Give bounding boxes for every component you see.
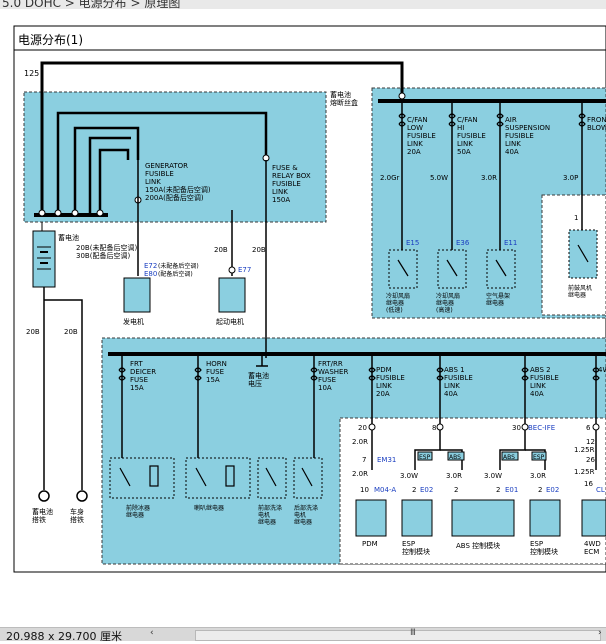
- battery-symbol: [32, 230, 56, 288]
- m04a-tag: M04-A: [374, 486, 396, 494]
- scrollbar-grip[interactable]: III: [410, 628, 416, 638]
- starter-box: [218, 277, 246, 313]
- pin-7: 7: [362, 456, 366, 464]
- abs-module-label: ABS 控制模块: [456, 541, 500, 550]
- blower-relay: 前鼓风机继电器: [568, 284, 592, 299]
- cl-tag: CL: [596, 486, 605, 494]
- battery-fuse-box-label: 蓄电池熔断丝盒: [330, 90, 358, 107]
- pin-2c: 2: [496, 486, 500, 494]
- wire-2-0r-b: 2.0R: [352, 470, 368, 478]
- front-blower-label: FRONTBLOWER: [587, 116, 606, 132]
- cfan-low-relay: 冷却风扇继电器(低速): [386, 292, 410, 314]
- e72-tag: E72: [144, 262, 157, 270]
- air-comp-relay: 空气悬架继电器: [486, 292, 510, 307]
- abs-tag-b: ABS: [503, 454, 515, 461]
- wire-3-0w-b: 3.0W: [484, 472, 502, 480]
- rr-washer-relay-label: 后部洗涤电机继电器: [294, 504, 318, 526]
- horn-relay-label: 喇叭继电器: [194, 504, 224, 512]
- e77-tag: E77: [238, 266, 251, 274]
- wire-3-0p: 3.0P: [563, 174, 578, 182]
- pin-20: 20: [358, 424, 367, 432]
- wire-2-0gr: 2.0Gr: [380, 174, 400, 182]
- pin-2d: 2: [538, 486, 542, 494]
- pdm-unit-label: PDM: [362, 540, 378, 548]
- pin-2b: 2: [454, 486, 458, 494]
- cfan-hi-relay: 冷却风扇继电器(高速): [436, 292, 460, 314]
- wire-1-25r-a: 1.25R: [574, 446, 595, 454]
- pin-8: 8: [432, 424, 436, 432]
- e80-desc: (配备后空调): [158, 270, 193, 278]
- wire-20b-c-label: 20B: [26, 328, 40, 336]
- diagram-frame: [13, 25, 606, 573]
- wire-20b-d-label: 20B: [64, 328, 78, 336]
- wire-5-0w: 5.0W: [430, 174, 448, 182]
- diagram-title: 电源分布(1): [18, 33, 83, 47]
- breadcrumb-bar: 5.0 DOHC > 电源分布 > 原理图: [0, 0, 606, 9]
- starter-label: 起动电机: [216, 317, 244, 326]
- pin-6: 6: [586, 424, 591, 432]
- wire-20b-b-label: 20B: [252, 246, 266, 254]
- bec-ife-tag: BEC-IFE: [528, 424, 555, 432]
- pin-26: 26: [586, 456, 595, 464]
- wire-20b-a-label: 20B: [214, 246, 228, 254]
- page-dimensions: 20.988 x 29.700 厘米: [6, 630, 122, 643]
- generator-box: [123, 277, 151, 313]
- pin-12: 12: [586, 438, 595, 446]
- esp-tag-a: ESP: [419, 454, 431, 461]
- e80-tag: E80: [144, 270, 157, 278]
- deicer-relay-label: 前除冰器继电器: [126, 504, 150, 519]
- wire-3-0r-a: 3.0R: [446, 472, 462, 480]
- 4wd-link-label: 4WD: [598, 366, 606, 374]
- wire-3-0r-b: 3.0R: [530, 472, 546, 480]
- pin-10: 10: [360, 486, 369, 494]
- washer-relay-label: 前部洗涤电机继电器: [258, 504, 282, 526]
- battery-label: 蓄电池: [58, 233, 79, 242]
- abs-tag-a: ABS: [449, 454, 461, 461]
- e72-desc: (未配备后空调): [158, 262, 199, 270]
- e36-tag: E36: [456, 239, 470, 247]
- horizontal-scrollbar[interactable]: [195, 630, 601, 641]
- e02b-tag: E02: [546, 486, 559, 494]
- e01-tag: E01: [505, 486, 518, 494]
- scroll-right-arrow[interactable]: ›: [598, 628, 602, 638]
- wire-2-0r-a: 2.0R: [352, 438, 368, 446]
- generator-label: 发电机: [123, 317, 144, 326]
- esp-tag-b: ESP: [533, 454, 545, 461]
- pin-2a: 2: [412, 486, 416, 494]
- breadcrumb: 5.0 DOHC > 电源分布 > 原理图: [2, 0, 181, 9]
- wire-20b-30b-label: 20B(未配备后空调)30B(配备后空调): [76, 243, 137, 260]
- status-bar: 20.988 x 29.700 厘米 ‹ III ›: [0, 627, 606, 643]
- pin-1-tag: 1: [574, 214, 578, 222]
- em31-tag: EM31: [377, 456, 396, 464]
- wire-3-0w-a: 3.0W: [400, 472, 418, 480]
- wire-125-label: 125: [24, 69, 39, 78]
- pin-30: 30: [512, 424, 521, 432]
- pin-16: 16: [584, 480, 593, 488]
- battery-ground-label: 蓄电池搭铁: [32, 507, 53, 524]
- e15-tag: E15: [406, 239, 419, 247]
- wire-1-25r-b: 1.25R: [574, 468, 595, 476]
- body-ground-label: 车身搭铁: [70, 507, 84, 524]
- wire-3-0r: 3.0R: [481, 174, 497, 182]
- e11-tag: E11: [504, 239, 517, 247]
- e02-tag: E02: [420, 486, 433, 494]
- battery-voltage-label: 蓄电池电压: [248, 371, 269, 388]
- scroll-left-arrow[interactable]: ‹: [150, 628, 154, 638]
